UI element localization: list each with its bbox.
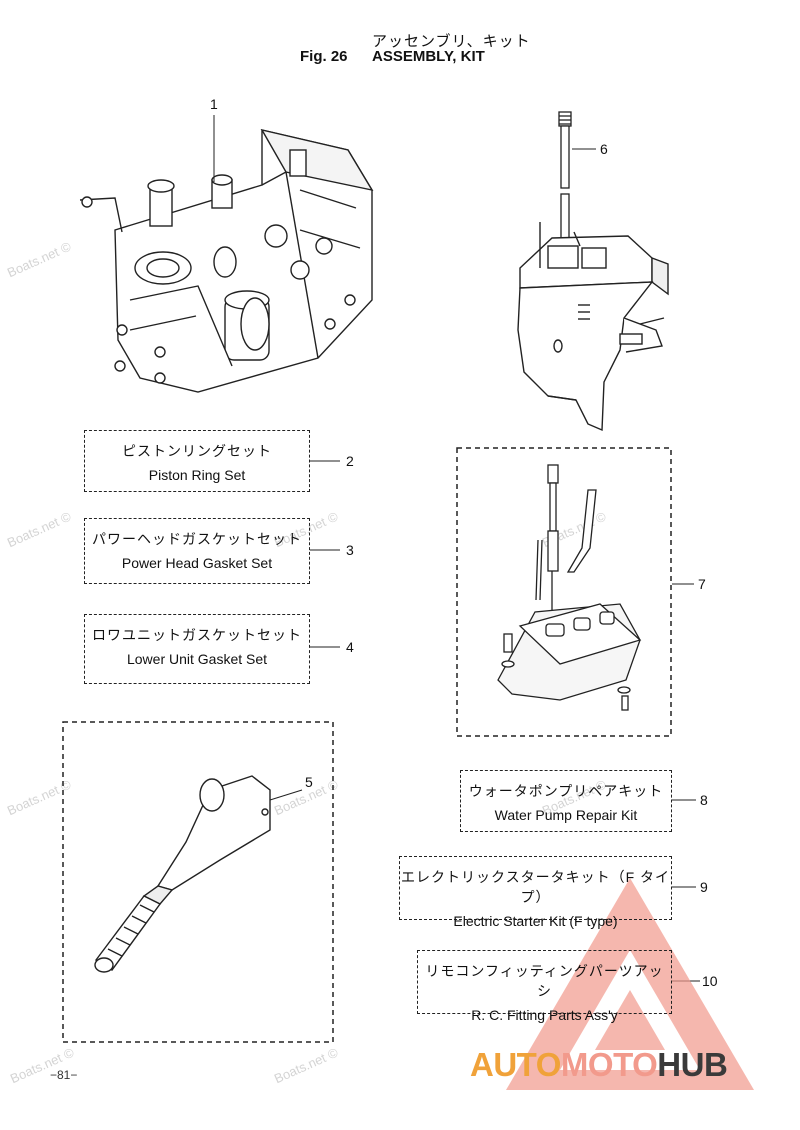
site-logo: AUTOMOTOHUB [470, 1046, 728, 1084]
figure-title: ASSEMBLY, KIT [372, 48, 485, 65]
lower-case-kit-frame [456, 447, 672, 737]
kit-jp-label: ピストンリングセット [122, 443, 272, 459]
kit-en-label: Water Pump Repair Kit [494, 807, 638, 823]
kit-rc-fitting-parts: リモコンフィッティングパーツアッシ R. C. Fitting Parts As… [417, 950, 672, 1023]
kit-electric-starter-kit: エレクトリックスタータキット（F タイプ） Electric Starter K… [399, 856, 672, 929]
page-number: −81− [50, 1068, 78, 1082]
powerhead-drawing [79, 128, 374, 393]
tiller-handle-drawing [94, 775, 271, 973]
callout-6: 6 [600, 141, 608, 157]
callout-2: 2 [346, 453, 354, 469]
tiller-frame [62, 721, 334, 1043]
kit-en-label: Piston Ring Set [148, 467, 246, 483]
kit-lower-unit-gasket-set: ロワユニットガスケットセット Lower Unit Gasket Set [84, 614, 310, 684]
logo-part-moto: MOTO [560, 1046, 658, 1083]
logo-triangle-icon [506, 878, 754, 1090]
lower-unit-drawing [517, 222, 669, 432]
kit-en-label: Electric Starter Kit (F type) [453, 913, 618, 929]
logo-part-hub: HUB [657, 1046, 728, 1083]
kit-jp-label: リモコンフィッティングパーツアッシ [425, 963, 664, 999]
kit-en-label: Lower Unit Gasket Set [126, 651, 268, 667]
logo-part-auto: AUTO [470, 1046, 561, 1083]
drive-shaft-drawing [558, 111, 572, 245]
kit-power-head-gasket-set: パワーヘッドガスケットセット Power Head Gasket Set [84, 518, 310, 584]
callout-5: 5 [305, 774, 313, 790]
kit-piston-ring-set: ピストンリングセット Piston Ring Set [84, 430, 310, 492]
callout-9: 9 [700, 879, 708, 895]
callout-7: 7 [698, 576, 706, 592]
callout-4: 4 [346, 639, 354, 655]
kit-jp-label: エレクトリックスタータキット（F タイプ） [400, 869, 671, 905]
kit-jp-label: パワーヘッドガスケットセット [92, 531, 302, 547]
callout-8: 8 [700, 792, 708, 808]
kit-en-label: Power Head Gasket Set [121, 555, 273, 571]
figure-number: Fig. 26 [300, 48, 348, 65]
kit-water-pump-repair-kit: ウォータポンプリペアキット Water Pump Repair Kit [460, 770, 672, 832]
title-japanese: アッセンブリ、キット [372, 33, 531, 50]
kit-jp-label: ウォータポンプリペアキット [468, 783, 664, 799]
callout-10: 10 [702, 973, 718, 989]
kit-jp-label: ロワユニットガスケットセット [92, 627, 302, 643]
callout-1: 1 [210, 96, 218, 112]
kit-en-label: R. C. Fitting Parts Ass'y [471, 1007, 618, 1023]
lower-case-kit-drawing [497, 464, 642, 711]
callout-3: 3 [346, 542, 354, 558]
leader-line-5 [269, 789, 303, 801]
